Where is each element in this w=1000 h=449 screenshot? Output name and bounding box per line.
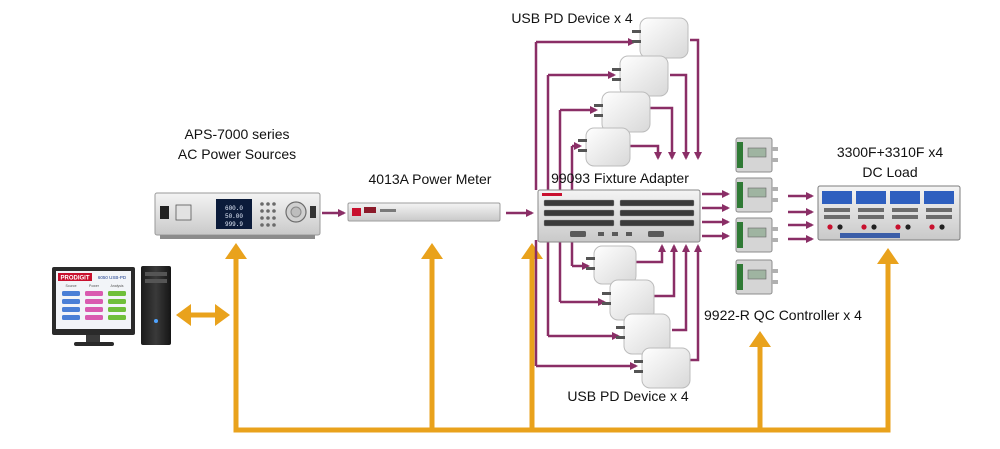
arrowhead-fixture — [521, 243, 543, 259]
usb-bottom-label: USB PD Device x 4 — [548, 386, 708, 406]
bus-main-line — [233, 257, 891, 433]
arrowhead-aps — [225, 243, 247, 259]
aps-7000-ac-source: 600.0 50.00 999.9 — [154, 192, 321, 239]
screen-panel-green — [108, 291, 126, 320]
usb-pd-device — [612, 55, 669, 97]
load-module-displays — [822, 191, 954, 204]
usb-pd-device — [578, 127, 631, 167]
aps-display-digits-3: 999.9 — [225, 221, 243, 228]
aps-label-line1: APS-7000 series — [184, 126, 290, 142]
line-usb-top-return-1 — [690, 38, 702, 160]
arrowhead-pc — [176, 304, 191, 326]
usb-bottom-label-text: USB PD Device x 4 — [567, 388, 689, 404]
usb-pd-device — [586, 245, 637, 285]
arrowhead-bus-link — [215, 304, 230, 326]
fixture-label: 99093 Fixture Adapter — [540, 168, 700, 188]
dc-load-label-line2: DC Load — [862, 164, 918, 181]
usb-pd-device — [594, 91, 651, 133]
aps-display-digits: 600.0 — [225, 205, 243, 212]
screen-panel-pink — [85, 291, 103, 320]
monitor-neck — [86, 335, 100, 342]
aps-label: APS-7000 series AC Power Sources — [160, 124, 314, 165]
qc-controller — [735, 217, 778, 253]
usb-pd-devices-top — [578, 17, 689, 167]
meter-badge — [380, 209, 396, 212]
signal-lines — [322, 38, 814, 370]
usb-pd-device — [634, 347, 691, 389]
usb-top-label-text: USB PD Device x 4 — [511, 10, 633, 26]
aps-keypad — [260, 202, 276, 227]
meter-chassis — [347, 202, 501, 222]
4013a-power-meter — [347, 202, 501, 222]
arrowhead-dc-load — [877, 248, 899, 264]
qc-controller — [735, 177, 778, 213]
pc-tower — [141, 266, 171, 345]
line-usb-bottom-return-4 — [636, 244, 666, 264]
aps-power-switch — [160, 206, 169, 219]
power-meter-label-text: 4013A Power Meter — [368, 171, 492, 187]
bus-arrowheads — [176, 243, 899, 347]
aps-base — [160, 235, 315, 239]
monitor-stand — [74, 342, 114, 346]
fixture-connectors — [570, 231, 664, 237]
line-usb-top-return-4 — [630, 144, 662, 160]
screen-tab-source: Source — [65, 284, 76, 288]
dc-load-label-line1: 3300F+3310F x4 — [836, 144, 944, 160]
fixture-ports — [543, 199, 695, 227]
usb-top-label: USB PD Device x 4 — [492, 8, 652, 28]
aps-output-terminal — [310, 206, 316, 218]
arrowhead-qc — [749, 331, 771, 347]
communication-bus — [189, 257, 891, 433]
line-usb-bottom-return-1 — [690, 244, 702, 362]
aps-label-line2: AC Power Sources — [177, 146, 297, 163]
qc-controller-label: 9922-R QC Controller x 4 — [704, 305, 862, 325]
aps-knob-cap — [290, 206, 302, 218]
arrowhead-power-meter — [421, 243, 443, 259]
pc-workstation: PRODIGIT 6050 USB-PD Source Power Analys… — [52, 266, 171, 346]
qc-controller — [735, 137, 778, 173]
load-front-panel — [840, 233, 900, 238]
screen-tab-analysis: Analysis — [110, 284, 123, 288]
99093-fixture-adapter — [537, 189, 701, 243]
fixture-logo-strip — [542, 193, 562, 196]
line-usb-bottom-return-2 — [672, 244, 690, 332]
pc-drive-bay-2 — [145, 279, 167, 283]
fixture-label-text: 99093 Fixture Adapter — [551, 170, 689, 186]
screen-panel-blue — [62, 291, 80, 320]
line-usb-top-return-2 — [670, 73, 690, 160]
load-module-buttons — [824, 208, 952, 219]
dc-load-mainframe — [817, 185, 961, 241]
screen-brand-banner — [58, 273, 92, 281]
usb-pd-devices-bottom — [586, 245, 691, 389]
meter-red-terminal — [352, 208, 361, 216]
line-usb-top-return-3 — [650, 106, 676, 160]
aps-outlet — [175, 204, 192, 221]
screen-brand: PRODIGIT — [60, 276, 89, 282]
load-terminals — [827, 224, 945, 230]
screen-title: 6050 USB-PD — [98, 275, 127, 280]
qc-controller-label-text: 9922-R QC Controller x 4 — [704, 307, 862, 323]
screen-tab-power: Power — [89, 284, 100, 288]
pc-power-led — [154, 319, 158, 323]
dc-load-label: 3300F+3310F x4 DC Load — [810, 142, 970, 183]
aps-display-digits-2: 50.00 — [225, 213, 243, 220]
aps-display — [216, 199, 252, 229]
power-meter-label: 4013A Power Meter — [355, 169, 505, 189]
line-usb-bottom-return-3 — [652, 244, 678, 298]
meter-display — [364, 207, 376, 213]
qc-controllers — [735, 137, 778, 295]
qc-controller — [735, 259, 778, 295]
pc-drive-bay — [145, 272, 167, 276]
